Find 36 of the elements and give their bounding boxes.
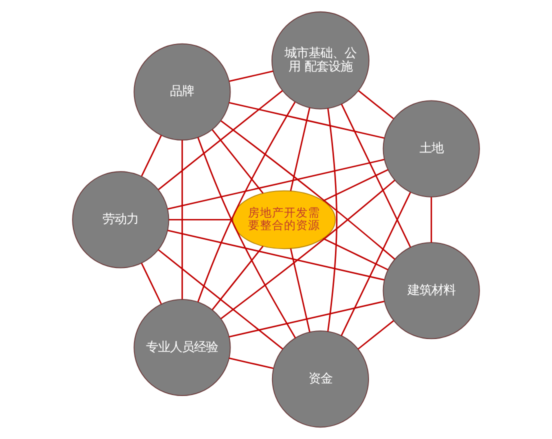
node-ellipse: 房地产开发需要整合的资源 <box>232 190 336 250</box>
connector <box>212 129 264 194</box>
node-circle: 劳动力 <box>72 171 170 268</box>
connector <box>168 230 384 281</box>
node-circle: 建筑材料 <box>382 242 480 340</box>
connector <box>229 358 274 369</box>
connector <box>229 300 384 338</box>
node-circle: 城市基础、公用 配套设施 <box>272 11 370 110</box>
node-circle: 专业人员经验 <box>134 298 231 396</box>
connector <box>358 320 394 350</box>
connector <box>229 70 274 82</box>
connector <box>158 90 283 190</box>
node-circle: 品牌 <box>134 43 231 140</box>
connector <box>322 238 388 270</box>
connector <box>181 140 183 300</box>
connector <box>322 169 388 202</box>
connector <box>141 135 162 176</box>
connector <box>212 246 264 310</box>
connector <box>340 192 411 336</box>
connector <box>168 219 233 220</box>
connector <box>220 120 396 260</box>
connector <box>327 108 338 332</box>
node-circle: 土地 <box>382 100 480 198</box>
connector <box>290 108 310 192</box>
connector <box>168 158 384 210</box>
connector <box>140 262 162 304</box>
connector <box>358 90 394 120</box>
connector <box>197 137 296 338</box>
connector <box>197 102 296 302</box>
connector <box>340 104 411 248</box>
connector <box>229 102 384 139</box>
node-circle: 资金 <box>272 330 369 428</box>
connector <box>430 197 432 242</box>
connector <box>220 180 396 320</box>
connector <box>158 249 284 350</box>
connector <box>290 248 310 332</box>
